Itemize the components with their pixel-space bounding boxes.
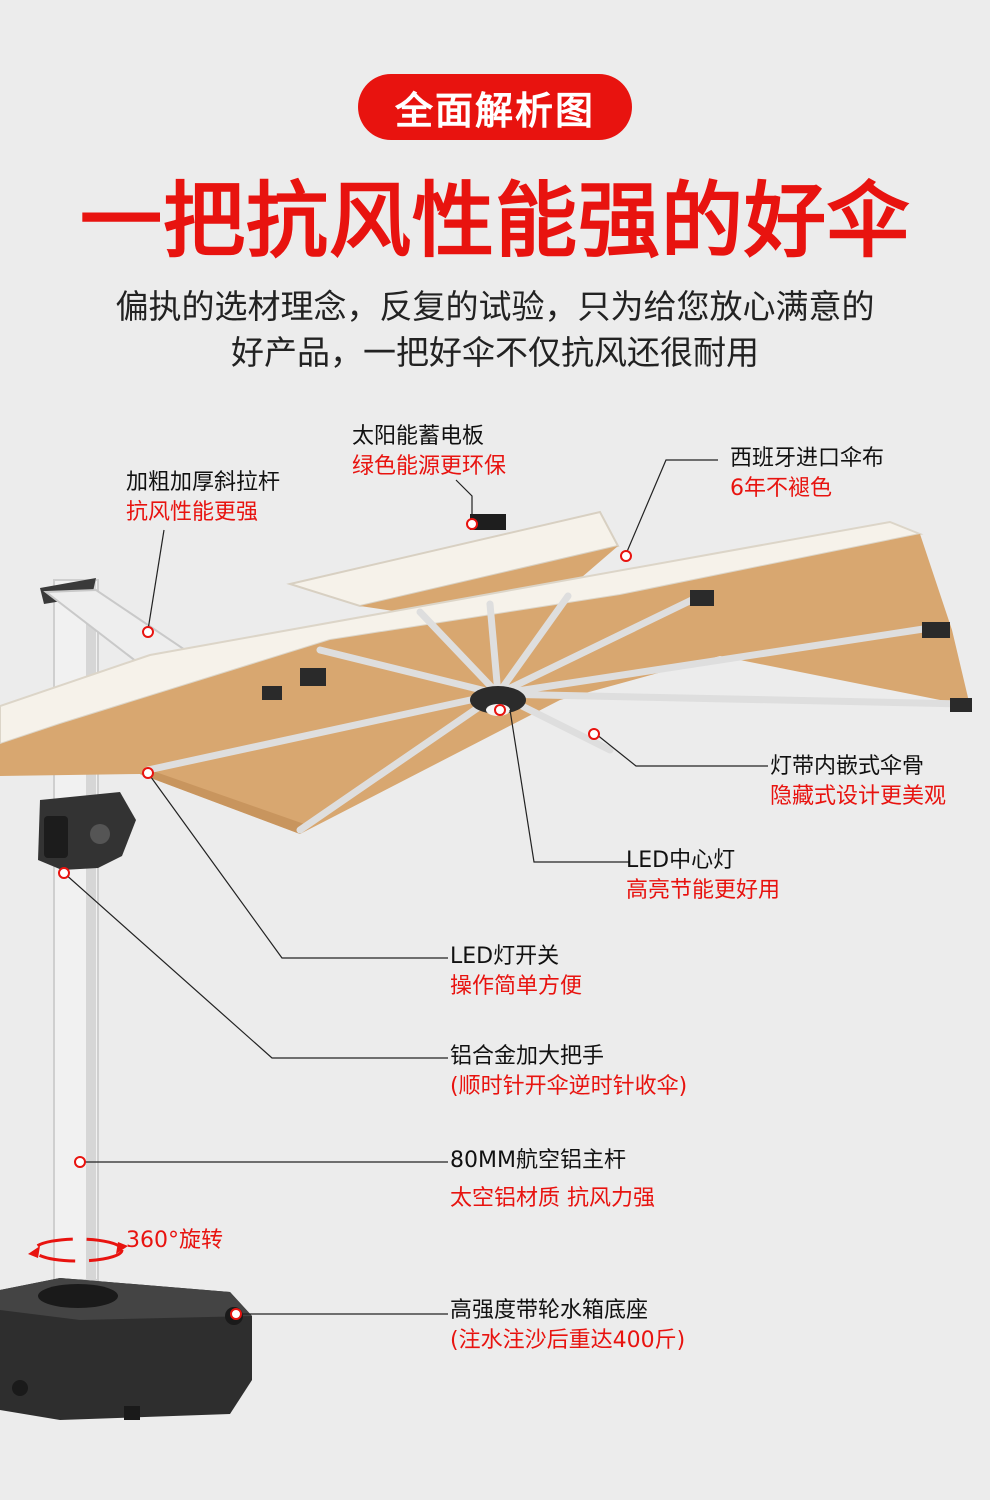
subline: 偏执的选材理念，反复的试验，只为给您放心满意的 好产品，一把好伞不仅抗风还很耐用 (0, 284, 990, 376)
callout-base: 高强度带轮水箱底座 (注水注沙后重达400斤) (450, 1296, 685, 1356)
callout-title: LED中心灯 (626, 848, 736, 873)
callout-title: 太阳能蓄电板 (352, 424, 485, 449)
callout-ribs: 灯带内嵌式伞骨 隐藏式设计更美观 (770, 752, 946, 812)
callout-sub: 操作简单方便 (450, 974, 583, 999)
solar-panel (470, 514, 506, 530)
callout-center-light: LED中心灯 高亮节能更好用 (626, 846, 780, 906)
callout-title: 西班牙进口伞布 (730, 446, 885, 471)
section-badge: 全面解析图 (358, 74, 632, 140)
headline: 一把抗风性能强的好伞 (79, 174, 910, 269)
callout-sub: 绿色能源更环保 (352, 454, 507, 479)
callout-sub: 太空铝材质 抗风力强 (450, 1186, 655, 1211)
callout-pole: 80MM航空铝主杆 太空铝材质 抗风力强 (450, 1146, 655, 1214)
callout-solar-panel: 太阳能蓄电板 绿色能源更环保 (352, 422, 506, 482)
callout-title: 高强度带轮水箱底座 (450, 1298, 649, 1323)
callout-sub: 高亮节能更好用 (626, 878, 781, 903)
callout-strut: 加粗加厚斜拉杆 抗风性能更强 (126, 468, 280, 528)
callout-title: 灯带内嵌式伞骨 (770, 754, 925, 779)
callout-title: LED灯开关 (450, 944, 560, 969)
subline-line-1: 偏执的选材理念，反复的试验，只为给您放心满意的 (115, 287, 875, 326)
subline-line-2: 好产品，一把好伞不仅抗风还很耐用 (231, 333, 759, 372)
callout-sub: 6年不褪色 (730, 476, 832, 501)
callout-sub: 隐藏式设计更美观 (770, 784, 947, 809)
callout-sub: (顺时针开伞逆时针收伞) (450, 1074, 688, 1099)
callout-light-switch: LED灯开关 操作简单方便 (450, 942, 582, 1002)
center-hub (470, 686, 526, 714)
callout-title: 80MM航空铝主杆 (450, 1148, 626, 1173)
callout-handle: 铝合金加大把手 (顺时针开伞逆时针收伞) (450, 1042, 687, 1102)
rotation-label: 360°旋转 (126, 1228, 223, 1253)
callout-title: 加粗加厚斜拉杆 (126, 470, 281, 495)
callout-title: 铝合金加大把手 (450, 1044, 605, 1069)
callout-sub: (注水注沙后重达400斤) (450, 1328, 686, 1353)
callout-sub: 抗风性能更强 (126, 500, 259, 525)
callout-fabric: 西班牙进口伞布 6年不褪色 (730, 444, 884, 504)
